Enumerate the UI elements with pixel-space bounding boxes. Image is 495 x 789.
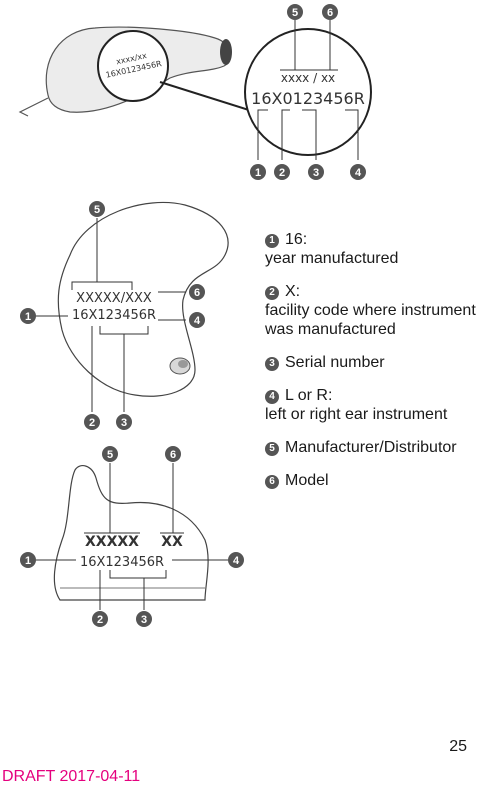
middle-badge-3: 3 bbox=[116, 414, 132, 430]
top-figure: xxxx/xx 16X0123456R xxxx / xx 16X0123456… bbox=[18, 4, 372, 180]
bottom-model-text: XX bbox=[161, 534, 183, 550]
svg-text:4: 4 bbox=[355, 167, 362, 179]
legend-title: Manufacturer/Distributor bbox=[285, 439, 457, 456]
svg-text:2: 2 bbox=[89, 417, 95, 429]
bottom-badge-6: 6 bbox=[165, 446, 181, 462]
legend-item-6: 6 Model bbox=[265, 471, 490, 490]
legend-item-5: 5 Manufacturer/Distributor bbox=[265, 438, 490, 457]
top-callout-3 bbox=[302, 109, 317, 160]
svg-text:6: 6 bbox=[170, 449, 176, 461]
legend-number-badge: 3 bbox=[265, 357, 279, 371]
top-badge-5: 5 bbox=[287, 4, 303, 20]
svg-text:6: 6 bbox=[327, 7, 333, 19]
top-small-label-circle bbox=[97, 30, 169, 102]
legend-number-badge: 2 bbox=[265, 286, 279, 300]
middle-model-text: XXXXX/XXX bbox=[76, 291, 152, 306]
top-large-label-circle bbox=[244, 28, 372, 156]
bottom-badge-5: 5 bbox=[102, 446, 118, 462]
legend-title: Model bbox=[285, 472, 329, 489]
middle-vent-inner bbox=[178, 360, 188, 368]
legend-description: year manufactured bbox=[265, 250, 399, 267]
top-device-wire bbox=[18, 97, 49, 117]
bottom-badge-4: 4 bbox=[228, 552, 244, 568]
svg-text:3: 3 bbox=[141, 614, 147, 626]
bottom-badge-1: 1 bbox=[20, 552, 36, 568]
legend-item-4: 4 L or R: left or right ear instrument bbox=[265, 386, 490, 424]
svg-text:5: 5 bbox=[292, 7, 298, 19]
draft-stamp: DRAFT 2017-04-11 bbox=[2, 768, 141, 785]
bottom-callout-3 bbox=[109, 570, 167, 579]
middle-badge-5: 5 bbox=[89, 201, 105, 217]
legend-title: Serial number bbox=[285, 354, 385, 371]
middle-serial-text: 16X123456R bbox=[72, 308, 156, 323]
top-callout-1 bbox=[257, 109, 268, 160]
svg-text:4: 4 bbox=[194, 315, 201, 327]
svg-text:1: 1 bbox=[255, 167, 261, 179]
middle-device-outline bbox=[57, 201, 229, 397]
legend-number-badge: 5 bbox=[265, 442, 279, 456]
middle-figure: XXXXX/XXX 16X123456R 5 6 1 4 2 3 bbox=[20, 201, 229, 430]
legend-item-3: 3 Serial number bbox=[265, 353, 490, 372]
top-badge-6: 6 bbox=[322, 4, 338, 20]
page-number: 25 bbox=[449, 738, 467, 755]
top-badge-4: 4 bbox=[350, 164, 366, 180]
middle-badge-4: 4 bbox=[189, 312, 205, 328]
top-badge-3: 3 bbox=[308, 164, 324, 180]
legend-item-2: 2 X: facility code where instrument was m… bbox=[265, 282, 490, 339]
legend-description: facility code where instrument was manuf… bbox=[265, 302, 476, 338]
legend-item-1: 1 16: year manufactured bbox=[265, 230, 490, 268]
bottom-badge-2: 2 bbox=[92, 611, 108, 627]
middle-badge-2: 2 bbox=[84, 414, 100, 430]
bottom-manufacturer-text: XXXXX bbox=[85, 534, 139, 550]
legend: 1 16: year manufactured 2 X: facility code… bbox=[265, 230, 490, 504]
top-badge-2: 2 bbox=[274, 164, 290, 180]
legend-number-badge: 1 bbox=[265, 234, 279, 248]
middle-badge-1: 1 bbox=[20, 308, 36, 324]
top-callout-4 bbox=[345, 109, 359, 160]
svg-text:3: 3 bbox=[121, 417, 127, 429]
bottom-badge-3: 3 bbox=[136, 611, 152, 627]
legend-description: left or right ear instrument bbox=[265, 406, 448, 423]
top-serial-text: 16X0123456R bbox=[251, 89, 365, 108]
svg-text:6: 6 bbox=[194, 287, 200, 299]
top-device-tip bbox=[220, 39, 232, 65]
top-callout-2 bbox=[281, 109, 290, 160]
svg-text:5: 5 bbox=[107, 449, 113, 461]
legend-number-badge: 4 bbox=[265, 390, 279, 404]
top-badge-1: 1 bbox=[250, 164, 266, 180]
middle-badge-6: 6 bbox=[189, 284, 205, 300]
svg-text:2: 2 bbox=[279, 167, 285, 179]
legend-title: 16: bbox=[285, 231, 308, 248]
legend-title: L or R: bbox=[285, 387, 333, 404]
svg-text:4: 4 bbox=[233, 555, 240, 567]
legend-number-badge: 6 bbox=[265, 475, 279, 489]
svg-text:1: 1 bbox=[25, 311, 31, 323]
bottom-figure: XXXXX XX 16X123456R 5 6 1 4 2 3 bbox=[20, 446, 244, 627]
bottom-serial-text: 16X123456R bbox=[80, 555, 164, 570]
svg-text:1: 1 bbox=[25, 555, 31, 567]
svg-text:2: 2 bbox=[97, 614, 103, 626]
middle-callout-5 bbox=[71, 281, 133, 290]
legend-title: X: bbox=[285, 283, 301, 300]
svg-text:3: 3 bbox=[313, 167, 319, 179]
svg-text:5: 5 bbox=[94, 204, 100, 216]
top-model-text: xxxx / xx bbox=[281, 71, 335, 85]
